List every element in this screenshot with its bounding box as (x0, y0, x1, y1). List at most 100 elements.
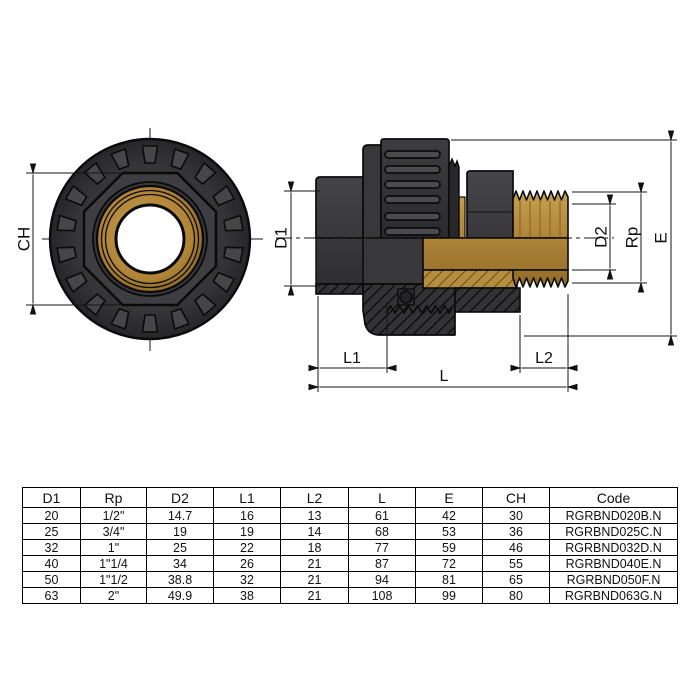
body-shoulder-top (362, 144, 382, 239)
cell: 55 (482, 555, 550, 572)
d2-dimension: D2 (572, 194, 616, 280)
cell: 38.8 (146, 571, 214, 588)
socket-bottom (315, 237, 364, 285)
rp-label: Rp (623, 227, 642, 249)
cell: 1/2" (80, 507, 147, 524)
code-cell: RGRBND032D.N (549, 539, 678, 556)
cell: 77 (348, 539, 416, 556)
code-cell: RGRBND025C.N (549, 523, 678, 540)
front-view: CH (15, 128, 263, 351)
cell: 42 (415, 507, 483, 524)
d2-label: D2 (592, 226, 611, 248)
header-cell-ch: CH (482, 487, 550, 508)
l-dimension: L (308, 368, 578, 391)
cell: 2" (80, 587, 147, 604)
o-ring (399, 290, 413, 304)
l1-label: L1 (343, 350, 361, 367)
brass-thread-ring-1 (100, 189, 200, 289)
header-cell-rp: Rp (80, 487, 147, 508)
cell: 30 (482, 507, 550, 524)
e-dimension: E (451, 130, 677, 346)
code-cell: RGRBND063G.N (549, 587, 678, 604)
cell: 21 (280, 571, 349, 588)
table-row: 50 1"1/2 38.8 32 21 94 81 65 RGRBND050F.… (22, 571, 678, 588)
code-cell: RGRBND020B.N (549, 507, 678, 524)
cell: 32 (22, 539, 81, 556)
cell: 68 (348, 523, 416, 540)
cell: 1" (80, 539, 147, 556)
l-label: L (440, 368, 449, 385)
cell: 81 (415, 571, 483, 588)
right-body-section (454, 287, 521, 313)
table-row: 32 1" 25 22 18 77 59 46 RGRBND032D.N (22, 539, 678, 556)
right-body-top (466, 170, 514, 239)
e-label: E (652, 232, 671, 243)
header-cell-e: E (415, 487, 483, 508)
cell: 59 (415, 539, 483, 556)
cell: 19 (146, 523, 214, 540)
code-cell: RGRBND050F.N (549, 571, 678, 588)
nut-rib-slots (384, 150, 441, 236)
cell: 80 (482, 587, 550, 604)
table-row: 20 1/2" 14.7 16 13 61 42 30 RGRBND020B.N (22, 507, 678, 524)
cell: 19 (213, 523, 281, 540)
header-cell-l2: L2 (280, 487, 349, 508)
cell: 99 (415, 587, 483, 604)
table-row: 40 1"1/4 34 26 21 87 72 55 RGRBND040E.N (22, 555, 678, 572)
l1-dimension: L1 (308, 296, 397, 392)
body-bottom (362, 237, 424, 285)
d1-dimension: D1 (272, 181, 320, 296)
cell: 14 (280, 523, 349, 540)
cell: 14.7 (146, 507, 214, 524)
rp-dimension: Rp (572, 182, 647, 293)
table-row: 25 3/4" 19 19 14 68 53 36 RGRBND025C.N (22, 523, 678, 540)
fitting-drawing: CH (15, 128, 677, 392)
cell: 25 (146, 539, 214, 556)
thread-flank-lines (519, 201, 561, 237)
header-cell-l: L (348, 487, 416, 508)
dimensions-table: D1 Rp D2 L1 L2 L E CH Code 20 1/2" 14.7 … (22, 487, 678, 604)
brass-wall-section (422, 269, 518, 289)
cell: 13 (280, 507, 349, 524)
socket-wall-section (315, 283, 364, 295)
cell: 40 (22, 555, 81, 572)
header-cell-d2: D2 (146, 487, 214, 508)
cell: 25 (22, 523, 81, 540)
brass-thread-ring-2 (104, 193, 196, 285)
d1-label: D1 (272, 227, 291, 249)
male-thread-bottom (512, 269, 569, 288)
header-cell-code: Code (549, 487, 678, 508)
cell: 87 (348, 555, 416, 572)
l2-dimension: L2 (510, 294, 578, 392)
header-cell-l1: L1 (213, 487, 281, 508)
cell: 32 (213, 571, 281, 588)
cell: 72 (415, 555, 483, 572)
table-row: 63 2" 49.9 38 21 108 99 80 RGRBND063G.N (22, 587, 678, 604)
cell: 21 (280, 555, 349, 572)
cell: 1"1/2 (80, 571, 147, 588)
cell: 108 (348, 587, 416, 604)
cell: 61 (348, 507, 416, 524)
brass-core (422, 237, 569, 271)
nut-jagged-edge (448, 157, 460, 239)
cell: 94 (348, 571, 416, 588)
cell: 20 (22, 507, 81, 524)
cell: 34 (146, 555, 214, 572)
cell: 3/4" (80, 523, 147, 540)
cell: 21 (280, 587, 349, 604)
side-view: D1 D2 Rp E L1 (272, 130, 677, 392)
cell: 1"1/4 (80, 555, 147, 572)
cell: 18 (280, 539, 349, 556)
socket-top (315, 176, 364, 239)
cell: 50 (22, 571, 81, 588)
cell: 36 (482, 523, 550, 540)
cell: 26 (213, 555, 281, 572)
cell: 53 (415, 523, 483, 540)
thread-engagement-zigzag (385, 304, 453, 315)
cell: 65 (482, 571, 550, 588)
cell: 63 (22, 587, 81, 604)
ch-dimension: CH (15, 163, 120, 315)
header-cell-d1: D1 (22, 487, 81, 508)
cell: 22 (213, 539, 281, 556)
